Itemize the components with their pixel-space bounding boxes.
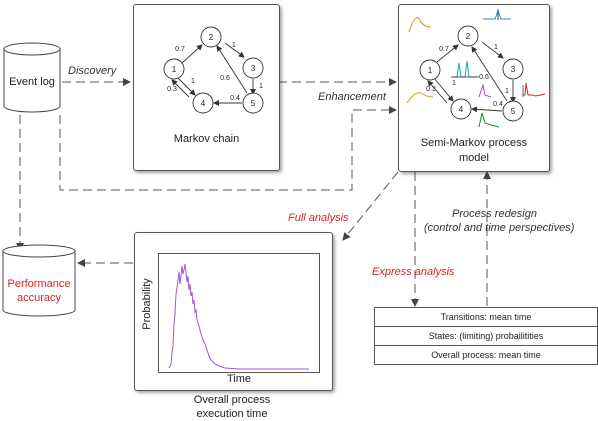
markov-chain-caption: Markov chain	[173, 133, 240, 145]
histogram-box: Probability Time	[134, 232, 333, 391]
node-4	[192, 92, 214, 114]
edge-label-5-4: 0.4	[230, 95, 240, 102]
sm-node-label-1: 1	[428, 66, 433, 75]
edge-1-4	[177, 77, 196, 96]
markov-chain-box: 1 2 3 4 5 0.7 1 1 0.4 0.6 0.3 1 Markov c…	[133, 4, 280, 171]
histogram-caption-line2: execution time	[196, 408, 268, 420]
histogram-caption-line1: Overall process	[193, 394, 271, 406]
edge-label-1-4: 0.3	[167, 86, 177, 93]
node-label-4: 4	[201, 99, 206, 108]
edge-label-4-1: 1	[191, 78, 195, 85]
blue-distribution	[483, 9, 511, 20]
histogram-curve	[168, 263, 309, 370]
semi-markov-caption-line1: Semi-Markov process	[420, 137, 528, 149]
histogram-chart	[168, 263, 309, 370]
sm-edge-label-1-4: 0.3	[426, 86, 436, 93]
sm-node-label-2: 2	[466, 32, 471, 41]
results-row-transitions: Transitions: mean time	[375, 308, 597, 327]
express-analysis-label: Express analysis	[372, 266, 455, 278]
semi-markov-caption-line2: model	[459, 152, 489, 164]
sm-node-3	[502, 58, 524, 80]
teal-distribution	[453, 60, 477, 78]
sm-edge-label-1-2: 0.7	[439, 46, 449, 53]
performance-label-line2: accuracy	[16, 292, 62, 304]
edge-4-1	[171, 79, 190, 98]
full-analysis-label: Full analysis	[288, 212, 349, 224]
sm-node-2	[457, 25, 479, 47]
sm-edge-2-3	[481, 41, 504, 59]
node-label-5: 5	[251, 99, 256, 108]
process-redesign-label-line2: (control and time perspectives)	[424, 222, 575, 234]
discovery-label: Discovery	[68, 65, 117, 77]
edge-label-5-2: 0.6	[220, 75, 230, 82]
histogram-xlabel: Time	[226, 373, 252, 385]
edge-5-2	[216, 45, 248, 94]
enhancement-label: Enhancement	[318, 91, 386, 103]
edge-1-2	[181, 44, 203, 64]
performance-cylinder	[2, 244, 76, 317]
red-distribution	[523, 82, 546, 97]
sm-node-label-5: 5	[511, 107, 516, 116]
node-label-1: 1	[172, 65, 177, 74]
edge-2-3	[224, 42, 245, 58]
sm-edge-label-2-3: 1	[494, 44, 498, 51]
process-redesign-label-line1: Process redesign	[452, 208, 537, 220]
node-5	[242, 92, 264, 114]
sm-node-1	[419, 59, 441, 81]
edge-label-2-3: 1	[232, 42, 236, 49]
sm-node-label-4: 4	[459, 105, 464, 114]
orange-distribution	[408, 17, 432, 33]
sm-edge-label-5-2: 0.6	[479, 74, 489, 81]
full-analysis-arrow	[342, 171, 399, 241]
sm-edge-5-2	[471, 46, 508, 102]
edge-label-1-2: 0.7	[175, 46, 185, 53]
sm-edge-label-5-4: 0.4	[493, 101, 503, 108]
gold-distribution	[406, 92, 434, 104]
results-row-overall: Overall process: mean time	[431, 350, 541, 360]
edge-label-3-5: 1	[259, 83, 263, 90]
node-3	[242, 57, 264, 79]
sm-edge-label-3-5: 1	[505, 88, 509, 95]
histogram-plot-area	[158, 253, 320, 373]
sm-node-label-3: 3	[511, 65, 516, 74]
sm-edge-4-1	[427, 80, 448, 104]
results-row-states: States: (limiting) probailitities	[375, 327, 597, 346]
node-label-2: 2	[209, 33, 214, 42]
histogram-ylabel: Probability	[141, 278, 153, 330]
sm-edge-1-4	[433, 77, 454, 102]
semi-markov-box: 1 2 3 4 5 0.7 1 1 0.4 0.6 0.3 1 Semi-Mar…	[398, 4, 550, 172]
sm-edge-5-4	[471, 106, 503, 113]
semi-markov-graph: 1 2 3 4 5 0.7 1 1 0.4 0.6 0.3 1	[406, 9, 546, 128]
sm-edge-1-2	[436, 44, 459, 63]
event-log-cylinder	[3, 42, 61, 113]
node-label-3: 3	[251, 64, 256, 73]
purple-distribution	[478, 83, 492, 98]
performance-label-line1: Performance	[7, 278, 71, 290]
sm-edge-label-4-1: 1	[452, 80, 456, 87]
node-1	[163, 58, 185, 80]
enhancement-arrow	[59, 106, 397, 191]
node-2	[200, 26, 222, 48]
sm-node-4	[450, 98, 472, 120]
green-distribution	[478, 112, 500, 128]
event-log-label: Event log	[9, 76, 55, 88]
sm-node-5	[502, 100, 524, 122]
markov-chain-graph: 1 2 3 4 5 0.7 1 1 0.4 0.6 0.3 1	[163, 26, 264, 114]
results-table: Transitions: mean time States: (limiting…	[374, 307, 598, 365]
